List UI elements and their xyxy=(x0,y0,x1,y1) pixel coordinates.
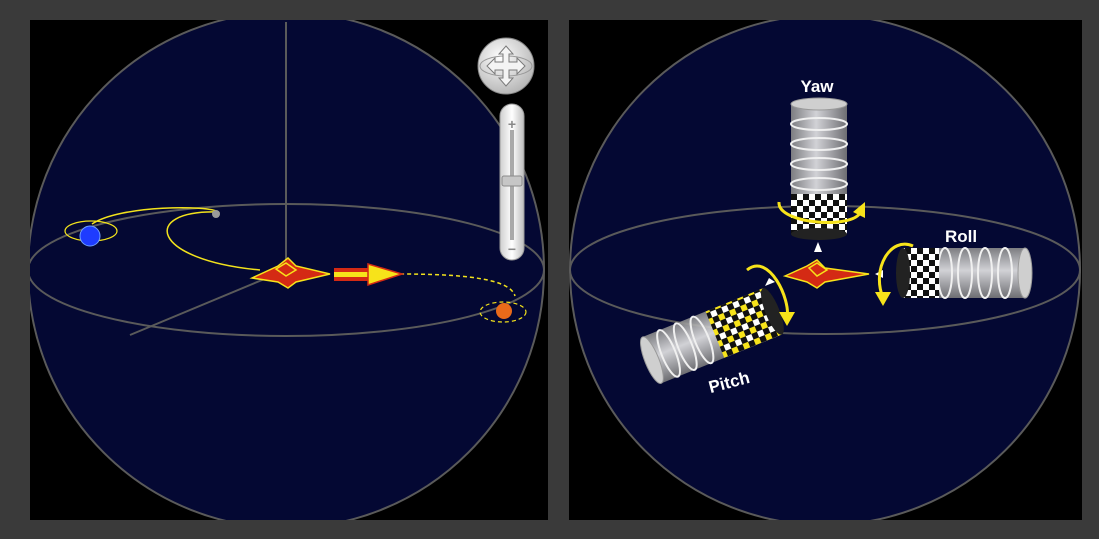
zoom-minus-label[interactable]: − xyxy=(508,241,516,257)
spaceship-icon[interactable] xyxy=(249,256,331,289)
orientation-view-canvas[interactable]: Yaw Roll xyxy=(569,14,1082,526)
navigation-rotate-icon[interactable] xyxy=(477,37,535,95)
roll-label: Roll xyxy=(945,227,977,246)
yaw-label: Yaw xyxy=(800,77,834,96)
pitch-cylinder[interactable] xyxy=(636,286,788,386)
yaw-arrowhead xyxy=(853,202,865,218)
projected-path xyxy=(399,273,516,297)
trajectory-path xyxy=(91,207,261,271)
pitch-axis-marker xyxy=(765,278,775,286)
orientation-view-panel: Yaw Roll xyxy=(569,14,1082,526)
navigation-view-canvas[interactable]: + − xyxy=(27,11,548,529)
pitch-rotation-arrow-icon xyxy=(746,264,789,319)
zoom-plus-label[interactable]: + xyxy=(508,116,516,132)
planet-gray[interactable] xyxy=(212,210,220,218)
yaw-axis-marker xyxy=(814,242,822,252)
roll-cylinder[interactable] xyxy=(896,247,1033,299)
pitch-arrowhead xyxy=(779,312,795,326)
target-orbit xyxy=(479,301,527,323)
zoom-slider-icon[interactable]: + − xyxy=(499,103,525,261)
roll-arrowhead xyxy=(875,292,891,306)
spaceship-icon[interactable] xyxy=(782,259,870,289)
planet-orange[interactable] xyxy=(496,303,512,319)
thrust-arrow-icon xyxy=(334,262,405,287)
roll-rotation-arrow-icon xyxy=(877,242,914,299)
radial-line xyxy=(129,269,287,336)
yaw-rotation-arrow-icon xyxy=(777,201,863,224)
yaw-cylinder[interactable] xyxy=(790,97,848,240)
planet-blue[interactable] xyxy=(79,225,101,247)
navigation-view-panel: + − xyxy=(27,11,548,529)
